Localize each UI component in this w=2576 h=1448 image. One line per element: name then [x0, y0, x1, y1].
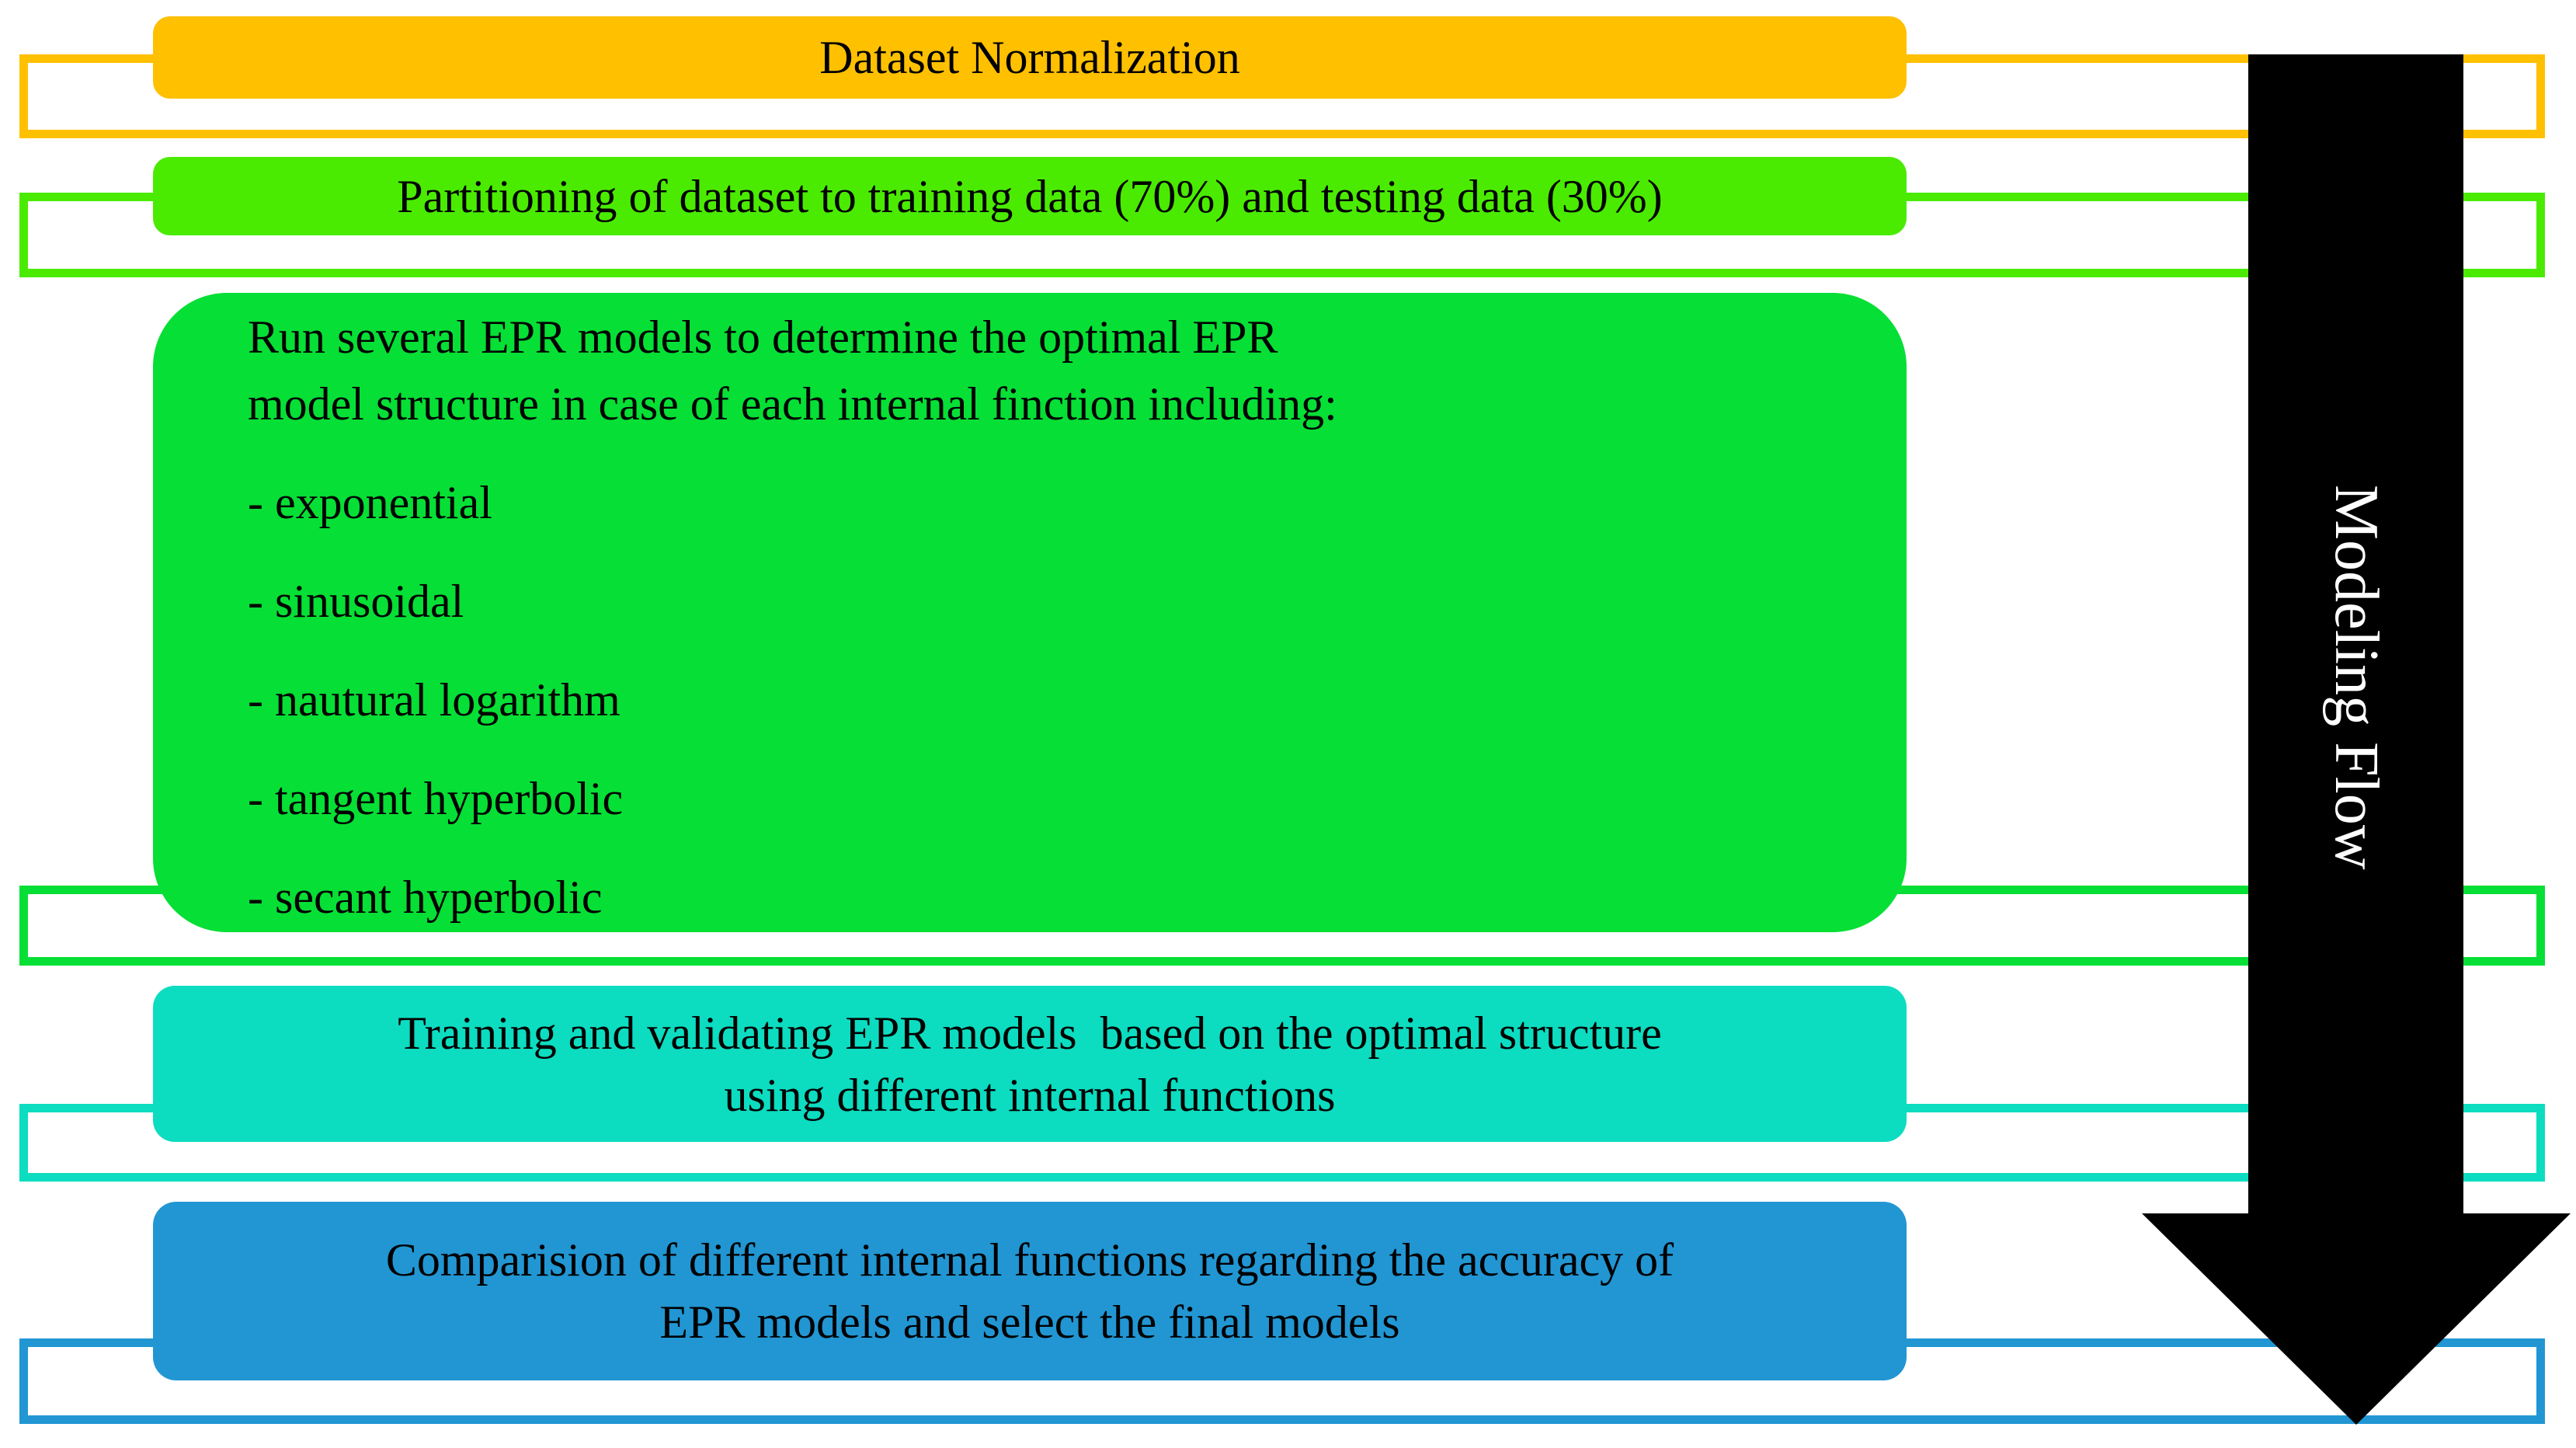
step-box-partitioning: Partitioning of dataset to training data…	[153, 157, 1907, 235]
step-box-run-epr-models: Run several EPR models to determine the …	[153, 293, 1907, 932]
modeling-flow-label: Modeling Flow	[2322, 485, 2390, 870]
step-box-training-validating: Training and validating EPR models based…	[153, 986, 1907, 1142]
list-item-tangent-hyperbolic: - tangent hyperbolic	[248, 773, 624, 824]
list-item-secant-hyperbolic: - secant hyperbolic	[248, 872, 603, 923]
step-text-line: Run several EPR models to determine the …	[248, 312, 1278, 363]
list-item-sinusoidal: - sinusoidal	[248, 576, 464, 627]
list-item-exponential: - exponential	[248, 477, 492, 528]
step-box-dataset-normalization: Dataset Normalization	[153, 16, 1907, 99]
step-text-line: Comparision of different internal functi…	[385, 1234, 1674, 1286]
list-item-natural-logarithm: - nautural logarithm	[248, 674, 621, 726]
step-text-line: using different internal functions	[724, 1069, 1336, 1121]
modeling-flow-arrow-shaft: Modeling Flow	[2248, 54, 2463, 1215]
step-label: Partitioning of dataset to training data…	[397, 170, 1663, 222]
step-text-line: model structure in case of each internal…	[248, 378, 1337, 430]
step-text-line: Training and validating EPR models based…	[398, 1007, 1662, 1059]
step-box-comparison: Comparision of different internal functi…	[153, 1202, 1907, 1380]
step-label: Dataset Normalization	[819, 32, 1240, 83]
step-text-line: EPR models and select the final models	[659, 1297, 1400, 1348]
